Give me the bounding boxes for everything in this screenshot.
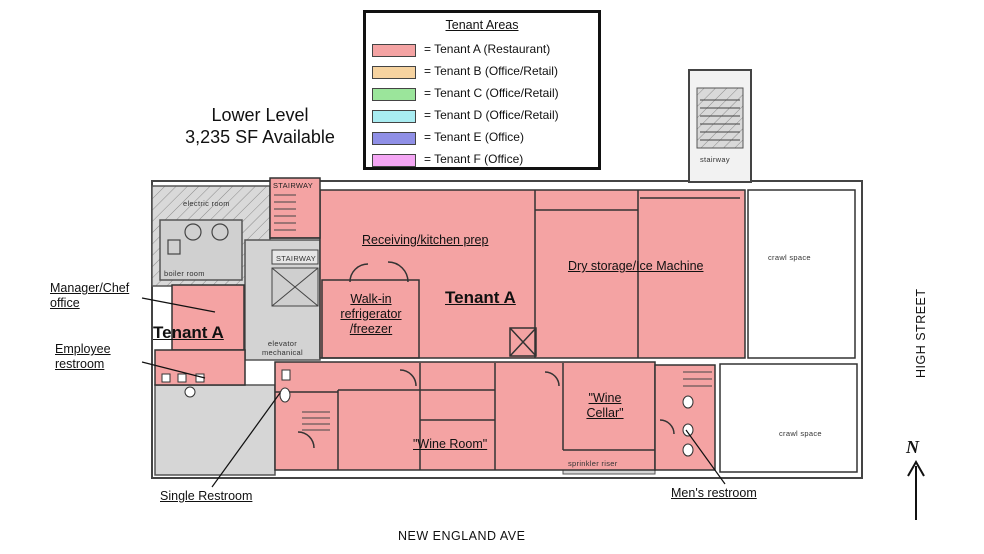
employee-leader bbox=[141, 361, 206, 379]
label-electric-room: electric room bbox=[183, 199, 230, 208]
legend-label: = Tenant C (Office/Retail) bbox=[424, 86, 559, 100]
lower-left-gray bbox=[154, 384, 276, 476]
room-wine-room: "Wine Room" bbox=[413, 437, 488, 451]
room-receiving: Receiving/kitchen prep bbox=[362, 233, 489, 247]
legend-item: = Tenant B (Office/Retail) bbox=[372, 63, 598, 81]
callout-line: office bbox=[50, 296, 80, 310]
label-stairway-right: stairway bbox=[700, 155, 730, 164]
stair-tower-hatch bbox=[696, 87, 744, 149]
elevator-line: elevator bbox=[267, 339, 298, 348]
label-boiler-room: boiler room bbox=[164, 269, 205, 278]
walk-in-line: Walk-in bbox=[350, 292, 392, 306]
manager-office-area bbox=[171, 284, 245, 351]
callout-line: Manager/Chef bbox=[50, 281, 130, 295]
street-new-england-ave: NEW ENGLAND AVE bbox=[398, 529, 526, 543]
north-label: N bbox=[906, 437, 919, 457]
single-leader bbox=[211, 392, 281, 488]
crawl-space-lower bbox=[719, 363, 858, 473]
wine-cellar-line: Cellar" bbox=[586, 406, 624, 420]
room-walk-in: Walk-in refrigerator /freezer bbox=[330, 292, 412, 337]
callout-single-restroom: Single Restroom bbox=[160, 489, 253, 503]
tenant-legend: Tenant Areas = Tenant A (Restaurant) = T… bbox=[363, 10, 601, 170]
tenant-a-main-area bbox=[319, 189, 746, 359]
legend-swatch bbox=[372, 88, 416, 101]
street-high-street: HIGH STREET bbox=[914, 288, 928, 378]
walk-in-line: refrigerator bbox=[340, 307, 402, 321]
label-stairway-mid: STAIRWAY bbox=[276, 254, 317, 263]
elevator-line: mechanical bbox=[262, 348, 303, 357]
level-area: 3,235 SF Available bbox=[185, 127, 335, 147]
room-dry-storage: Dry storage/Ice Machine bbox=[568, 259, 704, 273]
mens-leader bbox=[685, 429, 726, 485]
callout-line: restroom bbox=[55, 357, 105, 371]
level-name: Lower Level bbox=[211, 105, 309, 125]
legend-label: = Tenant B (Office/Retail) bbox=[424, 64, 558, 78]
legend-swatch bbox=[372, 66, 416, 79]
label-crawl-space-upper: crawl space bbox=[768, 253, 811, 262]
callout-employee-restroom: Employee restroom bbox=[55, 342, 111, 372]
legend-swatch bbox=[372, 132, 416, 145]
legend-label: = Tenant E (Office) bbox=[424, 130, 524, 144]
level-title: Lower Level 3,235 SF Available bbox=[170, 104, 350, 148]
legend-label: = Tenant F (Office) bbox=[424, 152, 524, 166]
legend-label: = Tenant A (Restaurant) bbox=[424, 42, 551, 56]
legend-item: = Tenant F (Office) bbox=[372, 151, 598, 169]
legend-swatch bbox=[372, 44, 416, 57]
callout-mens-restroom: Men's restroom bbox=[671, 486, 757, 500]
ice-shaft bbox=[509, 327, 537, 357]
tenant-a-main-label: Tenant A bbox=[445, 288, 516, 307]
label-crawl-space-lower: crawl space bbox=[779, 429, 822, 438]
legend-title: Tenant Areas bbox=[445, 18, 519, 32]
stairway-mid-box bbox=[271, 249, 319, 265]
crawl-space-upper bbox=[747, 189, 856, 359]
room-wine-cellar: "Wine Cellar" bbox=[580, 391, 630, 421]
label-sprinkler-riser: sprinkler riser bbox=[568, 459, 618, 468]
callout-line: Employee bbox=[55, 342, 111, 356]
walk-in-line: /freezer bbox=[349, 322, 393, 336]
legend-label: = Tenant D (Office/Retail) bbox=[424, 108, 559, 122]
legend-item: = Tenant C (Office/Retail) bbox=[372, 85, 598, 103]
legend-swatch bbox=[372, 154, 416, 167]
legend-item: = Tenant A (Restaurant) bbox=[372, 41, 598, 59]
legend-swatch bbox=[372, 110, 416, 123]
building-outline bbox=[151, 180, 863, 479]
legend-item: = Tenant E (Office) bbox=[372, 129, 598, 147]
wine-cellar-line: "Wine bbox=[588, 391, 622, 405]
label-stairway-top: STAIRWAY bbox=[273, 181, 314, 190]
tenant-a-left-label: Tenant A bbox=[153, 323, 224, 342]
legend-item: = Tenant D (Office/Retail) bbox=[372, 107, 598, 125]
label-elevator: elevator mechanical bbox=[262, 339, 303, 357]
walk-in-wall bbox=[321, 279, 420, 359]
manager-leader bbox=[141, 297, 216, 313]
callout-manager-office: Manager/Chef office bbox=[50, 281, 129, 311]
